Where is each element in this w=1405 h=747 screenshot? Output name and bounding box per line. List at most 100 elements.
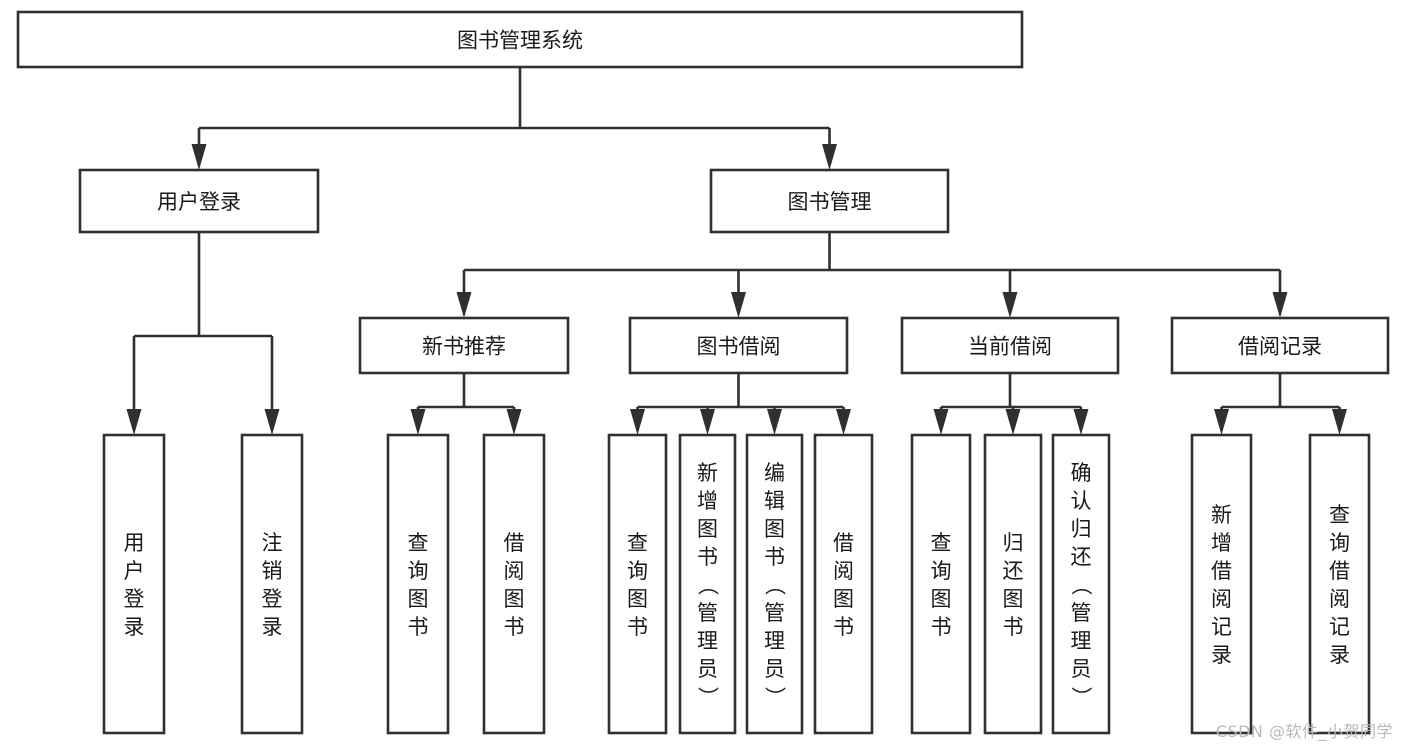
node-label-char: 图 (697, 517, 718, 541)
diagram-node[interactable]: 借阅记录 (1170, 316, 1390, 375)
node-box (358, 316, 570, 375)
diagram-node[interactable]: 当前借阅 (900, 316, 1120, 375)
node-label-char: 阅 (504, 559, 525, 583)
node-label-char: 查 (931, 531, 952, 555)
diagram-node[interactable]: 查询借阅记录查询借阅记录 (1308, 433, 1371, 735)
node-label-char: 录 (124, 615, 145, 639)
node-label-char: 图 (764, 517, 785, 541)
node-label-char: 辑 (764, 489, 785, 513)
connector-layer (126, 67, 1347, 435)
diagram-node[interactable]: 借阅图书借阅图书 (813, 433, 874, 735)
node-label-char: 注 (262, 531, 283, 555)
arrow-head-icon (1332, 409, 1347, 435)
node-label-char: 户 (124, 559, 145, 583)
diagram-node[interactable]: 查询图书查询图书 (386, 433, 450, 735)
node-label-char: 增 (697, 489, 718, 513)
node-label-char: 书 (408, 615, 429, 639)
arrow-head-icon (410, 409, 426, 435)
node-label-char: 查 (408, 531, 429, 555)
node-label-char: 借 (504, 531, 525, 555)
node-label-char: 录 (262, 615, 283, 639)
diagram-node[interactable]: 归还图书归还图书 (983, 433, 1043, 735)
arrow-head-icon (1214, 409, 1229, 435)
diagram-node[interactable]: 注销登录注销登录 (240, 433, 304, 735)
node-label-char: ） (1069, 686, 1093, 707)
node-box (1051, 433, 1111, 735)
node-label: 当前借阅 (968, 335, 1052, 359)
node-layer: 图书管理系统用户登录图书管理新书推荐图书借阅当前借阅借阅记录用户登录用户登录注销… (16, 10, 1390, 735)
node-box (1190, 433, 1253, 735)
node-label-char: 借 (1211, 559, 1232, 583)
diagram-node[interactable]: 查询图书查询图书 (607, 433, 668, 735)
node-box (628, 316, 849, 375)
diagram-node[interactable]: 图书管理 (709, 168, 950, 234)
diagram-node[interactable]: 用户登录用户登录 (102, 433, 166, 735)
node-label-char: 书 (931, 615, 952, 639)
node-label-char: 确 (1071, 461, 1092, 485)
node-box (607, 433, 668, 735)
node-label-char: 查 (627, 531, 648, 555)
node-label-char: 登 (124, 587, 145, 611)
arrow-head-icon (1005, 409, 1021, 435)
node-label: 借阅记录 (1238, 335, 1322, 359)
node-label-char: 书 (697, 545, 718, 569)
node-label-char: 新 (1211, 503, 1232, 527)
node-box (983, 433, 1043, 735)
node-label-char: ） (696, 686, 720, 707)
arrow-head-icon (767, 409, 782, 435)
node-box (709, 168, 950, 234)
node-box (910, 433, 972, 735)
node-label-char: 询 (931, 559, 952, 583)
node-box (16, 10, 1024, 69)
node-box (1308, 433, 1371, 735)
node-label-char: 还 (1003, 559, 1024, 583)
node-box (1170, 316, 1390, 375)
node-label-char: 归 (1003, 531, 1024, 555)
node-label-char: 增 (1211, 531, 1232, 555)
node-label: 图书管理系统 (457, 29, 583, 53)
arrow-head-icon (700, 409, 715, 435)
node-label-char: 记 (1329, 615, 1350, 639)
arrow-head-icon (1002, 292, 1018, 318)
node-label-char: 阅 (833, 559, 854, 583)
diagram-node[interactable]: 借阅图书借阅图书 (482, 433, 546, 735)
arrow-head-icon (456, 292, 472, 318)
node-label-char: 询 (408, 559, 429, 583)
diagram-node[interactable]: 新增借阅记录新增借阅记录 (1190, 433, 1253, 735)
node-label-char: 询 (1329, 531, 1350, 555)
arrow-head-icon (264, 409, 280, 435)
node-box (900, 316, 1120, 375)
arrow-head-icon (822, 144, 837, 170)
diagram-node[interactable]: 图书借阅 (628, 316, 849, 375)
diagram-node[interactable]: 图书管理系统 (16, 10, 1024, 69)
node-label-char: 新 (697, 461, 718, 485)
node-label-char: 管 (764, 601, 785, 625)
diagram-node[interactable]: 查询图书查询图书 (910, 433, 972, 735)
node-label-char: 管 (1071, 601, 1092, 625)
node-label-char: 图 (931, 587, 952, 611)
arrow-head-icon (506, 409, 522, 435)
node-label: 图书管理 (788, 190, 872, 214)
node-label-char: 理 (1071, 629, 1092, 653)
node-box (78, 168, 320, 234)
node-label-char: 询 (627, 559, 648, 583)
csdn-watermark: CSDN @软件_小贺同学 (1215, 722, 1393, 741)
node-label-char: 理 (764, 629, 785, 653)
arrow-head-icon (731, 292, 746, 318)
node-label-char: 图 (627, 587, 648, 611)
node-box (240, 433, 304, 735)
node-label-char: 图 (504, 587, 525, 611)
node-label-char: 记 (1211, 615, 1232, 639)
node-label-char: （ (1069, 574, 1093, 595)
node-label: 图书借阅 (697, 335, 781, 359)
arrow-head-icon (191, 144, 207, 170)
node-label-char: 还 (1071, 545, 1092, 569)
diagram-node[interactable]: 用户登录 (78, 168, 320, 234)
diagram-node[interactable]: 新书推荐 (358, 316, 570, 375)
node-label-char: 查 (1329, 503, 1350, 527)
node-label-char: 书 (627, 615, 648, 639)
node-label-char: （ (763, 574, 787, 595)
